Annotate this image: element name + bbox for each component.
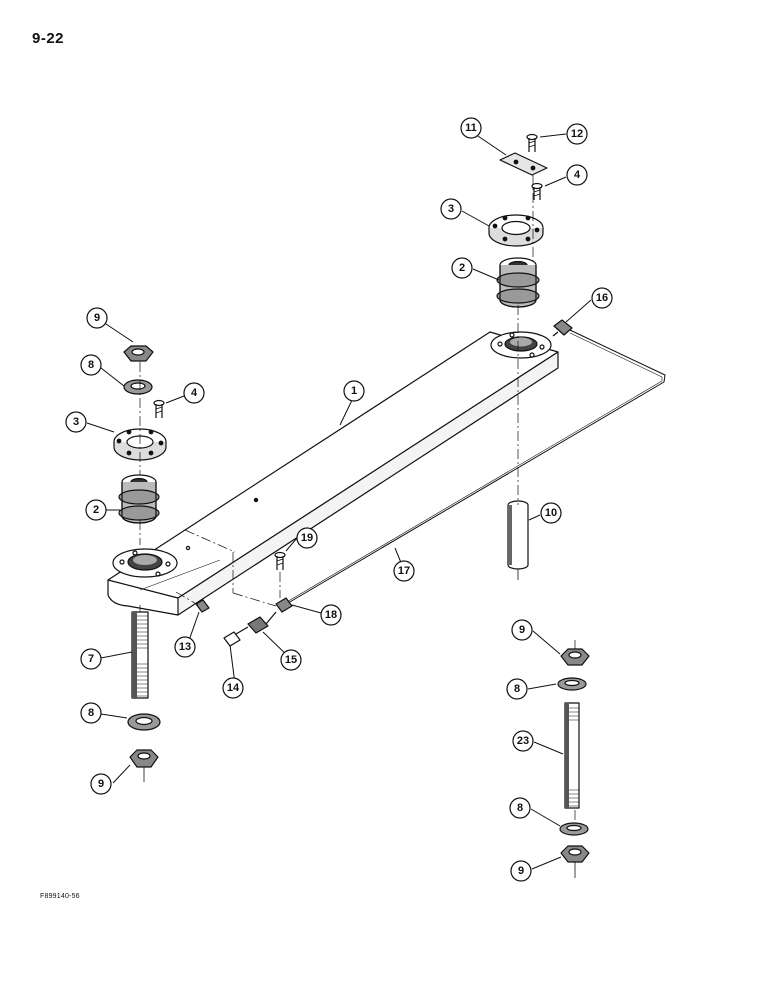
callout-10: [540, 502, 562, 524]
callout-8-b: [80, 702, 102, 724]
figure-code: F899140-56: [40, 893, 80, 900]
callout-9-a: [86, 307, 108, 329]
grease-fitting-16: [552, 319, 573, 337]
callout-7-label: 7: [88, 653, 94, 665]
stud-23: [564, 702, 580, 809]
callout-9-a-label: 9: [94, 312, 100, 324]
centerlines: [139, 175, 576, 822]
nut-9-lower-right: [560, 845, 590, 878]
callout-12-label: 12: [571, 128, 583, 140]
callout-8-b-label: 8: [88, 707, 94, 719]
callout-4-right-label: 4: [574, 169, 581, 181]
stud-7: [131, 611, 149, 699]
pin-10: [507, 500, 529, 580]
callout-17: [393, 560, 415, 582]
callout-14-label: 14: [227, 682, 240, 694]
flange-3-right: [488, 214, 544, 247]
nut-9-upper-left: [123, 345, 154, 362]
callout-23-label: 23: [517, 735, 529, 747]
washer-8-upper-left: [123, 379, 153, 395]
callout-3-left-label: 3: [73, 416, 79, 428]
callout-3-left: [65, 411, 87, 433]
callout-12: [566, 123, 588, 145]
callout-23: [512, 730, 534, 752]
washer-8-lower-left: [127, 713, 161, 731]
callout-1: [343, 380, 365, 402]
bushing-2-left: [118, 474, 160, 524]
callout-19-label: 19: [301, 532, 313, 544]
callout-15-label: 15: [285, 654, 297, 666]
callout-9-d-label: 9: [518, 865, 524, 877]
clip-18: [275, 597, 293, 613]
callout-4-left: [183, 382, 205, 404]
callout-9-d: [510, 860, 532, 882]
callout-9-c-label: 9: [519, 624, 525, 636]
callout-15: [280, 649, 302, 671]
callout-8-d: [509, 797, 531, 819]
callout-11: [460, 117, 482, 139]
callout-2-right: [451, 257, 473, 279]
plate-11: [499, 152, 548, 176]
callout-18: [320, 604, 342, 626]
nut-9-lower-left: [129, 749, 159, 782]
callout-3-right: [440, 198, 462, 220]
nut-9-upper-right: [560, 648, 590, 666]
callout-4-left-label: 4: [191, 387, 198, 399]
callout-9-b: [90, 773, 112, 795]
callout-17-label: 17: [398, 565, 410, 577]
callout-9-c: [511, 619, 533, 641]
callout-11-label: 11: [465, 122, 477, 134]
callout-16-label: 16: [596, 292, 608, 304]
callout-4-right: [566, 164, 588, 186]
callout-3-right-label: 3: [448, 203, 454, 215]
adapter-15: [247, 611, 277, 634]
callout-7: [80, 648, 102, 670]
callout-2-left: [85, 499, 107, 521]
bolt-4-left: [153, 399, 165, 418]
bushing-2-right: [496, 257, 540, 308]
callout-10-label: 10: [545, 507, 557, 519]
callout-19: [296, 527, 318, 549]
beam: [107, 331, 559, 616]
grease-fitting-13: [195, 599, 210, 613]
bolt-4-right: [531, 182, 543, 200]
callout-8-c: [506, 678, 528, 700]
callout-14: [222, 677, 244, 699]
callout-13-label: 13: [179, 641, 191, 653]
washer-8-lower-right: [559, 822, 589, 836]
grease-line-17: [282, 329, 666, 607]
callout-2-left-label: 2: [93, 504, 99, 516]
callout-8-a: [80, 354, 102, 376]
callout-8-a-label: 8: [88, 359, 94, 371]
bolt-19: [274, 551, 286, 570]
callout-9-b-label: 9: [98, 778, 104, 790]
callout-8-d-label: 8: [517, 802, 523, 814]
callout-8-c-label: 8: [514, 683, 520, 695]
callout-18-label: 18: [325, 609, 337, 621]
callout-1-label: 1: [351, 385, 357, 397]
page-number: 9-22: [32, 30, 65, 47]
callout-2-right-label: 2: [459, 262, 465, 274]
callout-16: [591, 287, 613, 309]
bolt-12: [526, 133, 538, 152]
washer-8-upper-right: [557, 677, 587, 691]
fitting-14: [223, 626, 249, 647]
callout-13: [174, 636, 196, 658]
